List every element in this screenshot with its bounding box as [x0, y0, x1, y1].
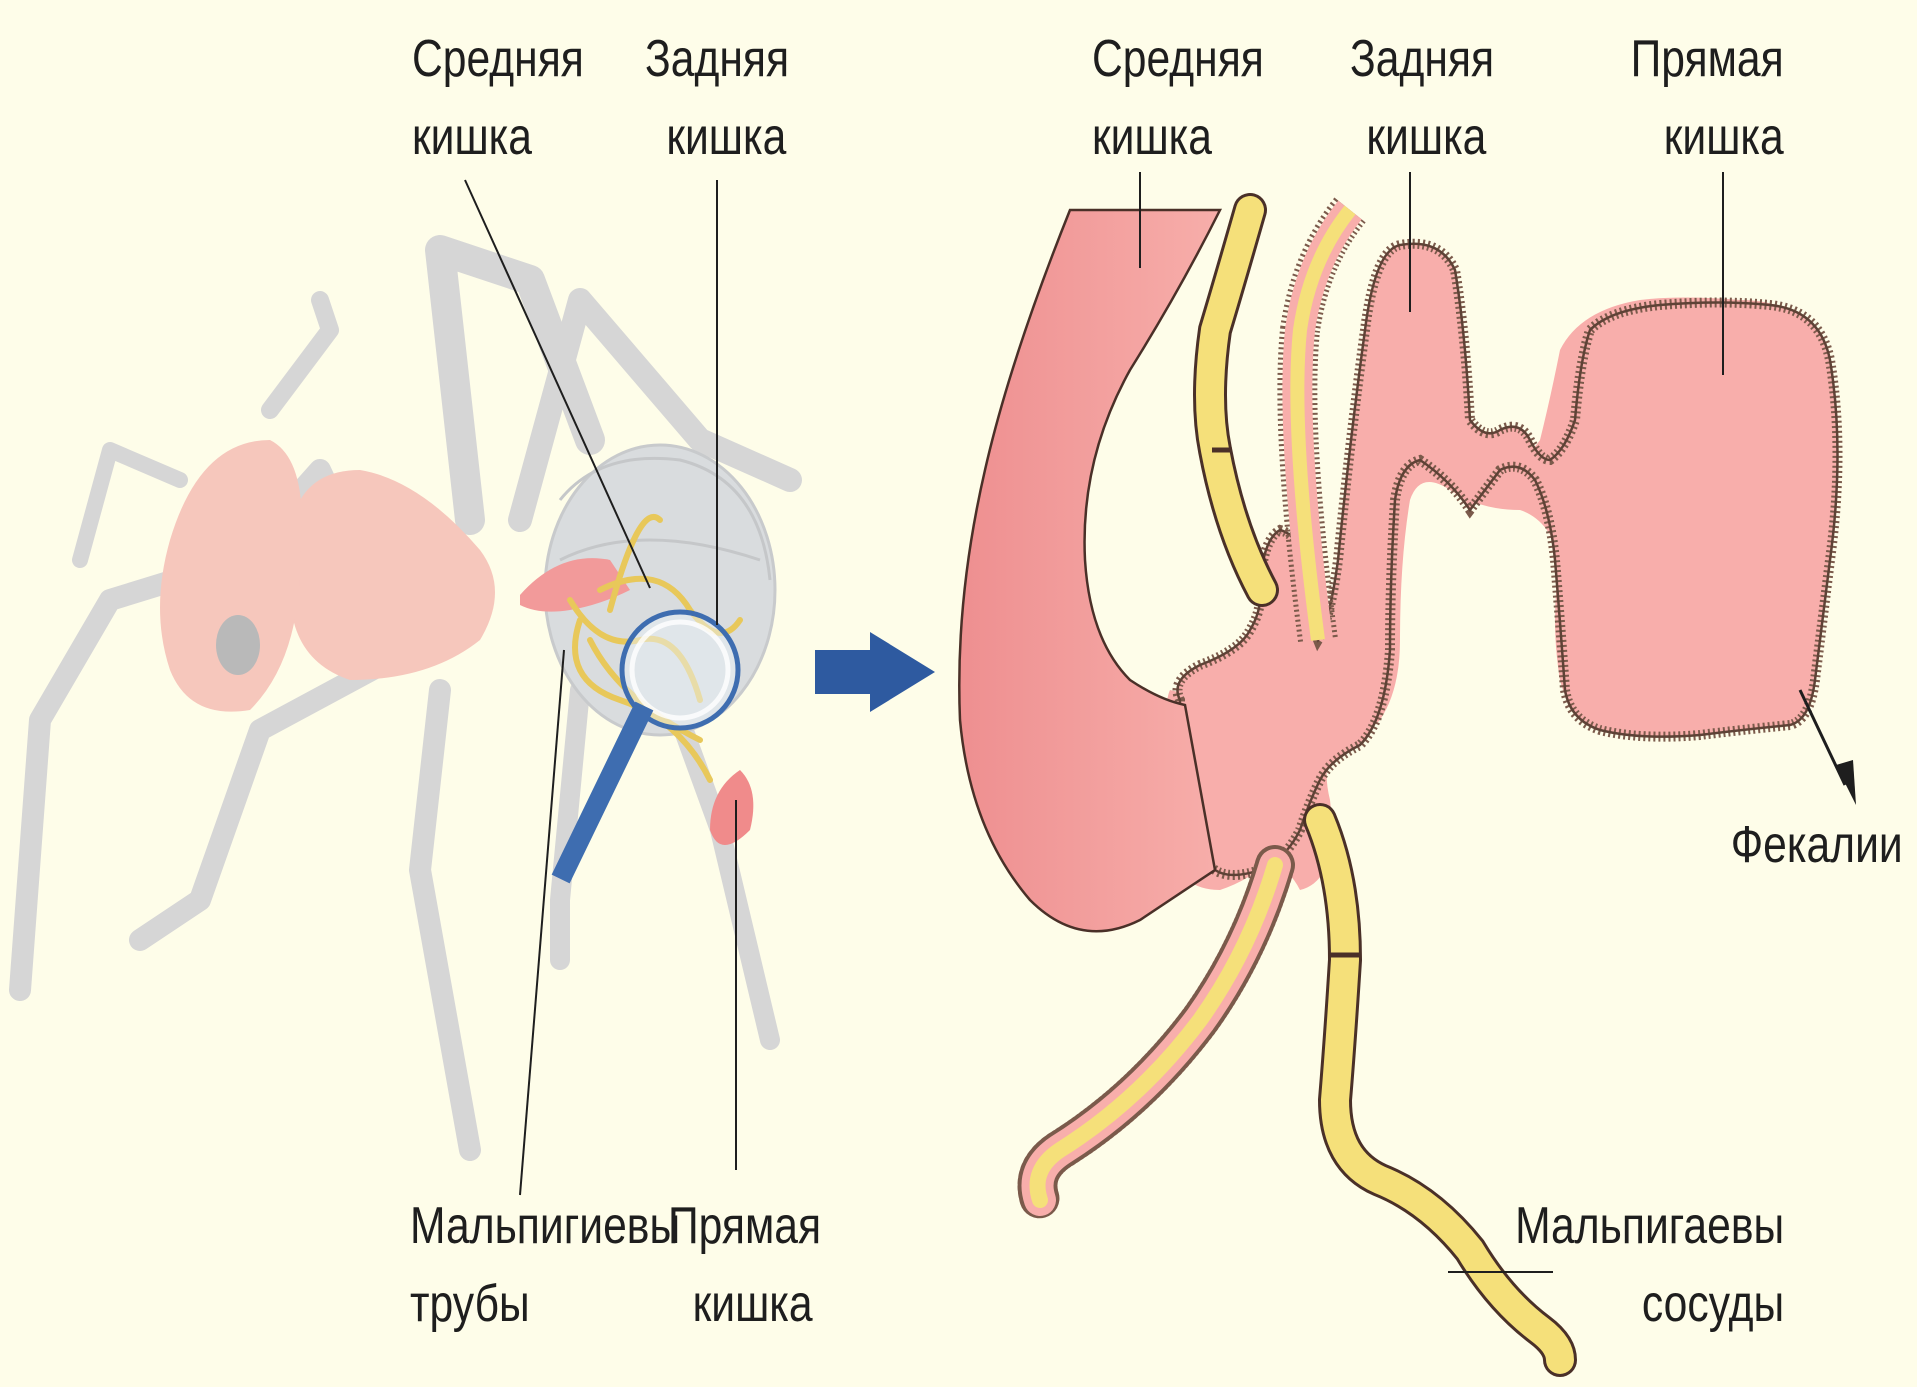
- right-midgut-label: Средняя кишка: [1092, 20, 1264, 176]
- left-rectum-label: Прямая кишка: [668, 1187, 821, 1343]
- left-malpighian-label: Мальпигиевы трубы: [410, 1187, 680, 1343]
- right-malpighian-label: Мальпигаевы сосуды: [1515, 1187, 1784, 1343]
- ant-eye: [216, 615, 260, 675]
- feces-arrow: [1800, 690, 1856, 805]
- left-hindgut-label: Задняя кишка: [645, 20, 789, 176]
- right-feces-label: Фекалии: [1731, 806, 1903, 884]
- ant-illustration: [20, 250, 790, 1150]
- midgut-tube: [959, 210, 1220, 931]
- right-rectum-label: Прямая кишка: [1631, 20, 1784, 176]
- ant-rectum: [710, 770, 753, 845]
- hindgut-wall: [1178, 244, 1838, 875]
- left-midgut-label: Средняя кишка: [412, 20, 584, 176]
- right-hindgut-label: Задняя кишка: [1350, 20, 1494, 176]
- zoom-arrow: [815, 632, 935, 712]
